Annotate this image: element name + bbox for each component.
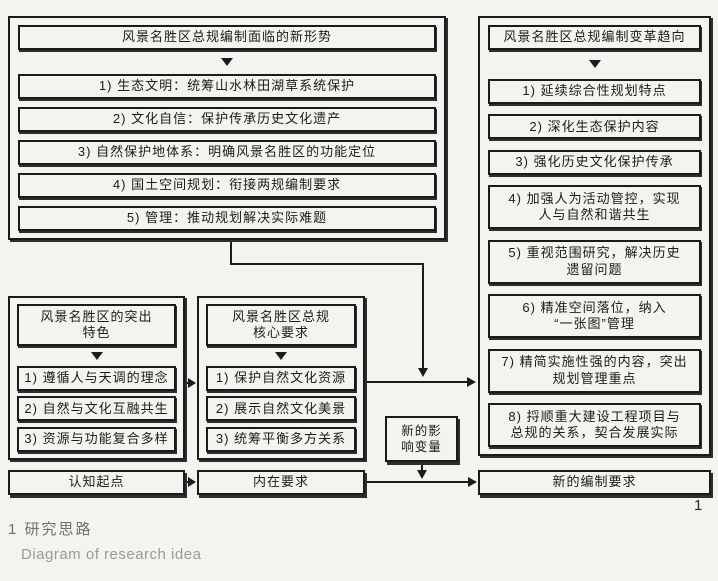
- situation-item: 2) 文化自信：保护传承历史文化遗产: [18, 107, 436, 132]
- panel-title: 风景名胜区总规编制变革趋向: [488, 25, 701, 50]
- new-influence-variable-box: 新的影 响变量: [385, 416, 458, 462]
- trend-item: 6) 精准空间落位，纳入 “一张图”管理: [488, 294, 701, 339]
- footer-internal-requirements: 内在要求: [197, 470, 365, 495]
- core-item: 3) 统筹平衡多方关系: [206, 427, 356, 452]
- panel-title: 风景名胜区的突出 特色: [17, 304, 176, 346]
- panel-title: 风景名胜区总规编制面临的新形势: [18, 25, 436, 50]
- arrowhead-down-icon: [417, 470, 427, 479]
- trend-item: 4) 加强人为活动管控，实现 人与自然和谐共生: [488, 185, 701, 230]
- situation-item: 3) 自然保护地体系：明确风景名胜区的功能定位: [18, 140, 436, 165]
- trend-item: 3) 强化历史文化保护传承: [488, 149, 701, 175]
- features-item: 2) 自然与文化互融共生: [17, 396, 176, 422]
- trend-item: 7) 精简实施性强的内容，突出 规划管理重点: [488, 348, 701, 393]
- figure-number: 1: [694, 497, 703, 514]
- features-item: 3) 资源与功能复合多样: [17, 427, 176, 452]
- panel-outstanding-features: 风景名胜区的突出 特色 1) 遵循人与天调的理念 2) 自然与文化互融共生 3)…: [8, 296, 185, 460]
- arrowhead-right-icon: [467, 377, 476, 387]
- panel-new-situation: 风景名胜区总规编制面临的新形势 1) 生态文明：统筹山水林田湖草系统保护 2) …: [8, 16, 446, 240]
- situation-item: 1) 生态文明：统筹山水林田湖草系统保护: [18, 74, 436, 99]
- trend-item: 5) 重视范围研究，解决历史 遗留问题: [488, 239, 701, 284]
- trend-item: 8) 捋顺重大建设工程项目与 总规的关系，契合发展实际: [488, 402, 701, 447]
- trend-item: 1) 延续综合性规划特点: [488, 78, 701, 104]
- down-triangle-icon: [90, 351, 103, 360]
- panel-core-requirements: 风景名胜区总规 核心要求 1) 保护自然文化资源 2) 展示自然文化美景 3) …: [197, 296, 365, 460]
- situation-item: 4) 国土空间规划：衔接两规编制要求: [18, 173, 436, 198]
- panel-reform-trend: 风景名胜区总规编制变革趋向 1) 延续综合性规划特点 2) 深化生态保护内容 3…: [478, 16, 711, 456]
- footer-new-compilation-requirements: 新的编制要求: [478, 470, 711, 495]
- arrowhead-right-icon: [468, 477, 477, 487]
- core-item: 2) 展示自然文化美景: [206, 396, 356, 422]
- caption-chinese: 1 研究思路: [8, 521, 93, 538]
- footer-cognitive-starting-point: 认知起点: [8, 470, 185, 495]
- down-triangle-icon: [221, 58, 233, 66]
- down-triangle-icon: [275, 351, 287, 360]
- arrowhead-down-icon: [418, 368, 428, 377]
- arrowhead-right-icon: [188, 477, 196, 487]
- arrowhead-right-icon: [188, 378, 196, 388]
- caption-english: Diagram of research idea: [21, 546, 202, 563]
- core-item: 1) 保护自然文化资源: [206, 365, 356, 391]
- situation-item: 5) 管理：推动规划解决实际难题: [18, 206, 436, 231]
- panel-title: 风景名胜区总规 核心要求: [206, 304, 356, 346]
- down-triangle-icon: [588, 60, 601, 69]
- features-item: 1) 遵循人与天调的理念: [17, 365, 176, 391]
- trend-item: 2) 深化生态保护内容: [488, 114, 701, 140]
